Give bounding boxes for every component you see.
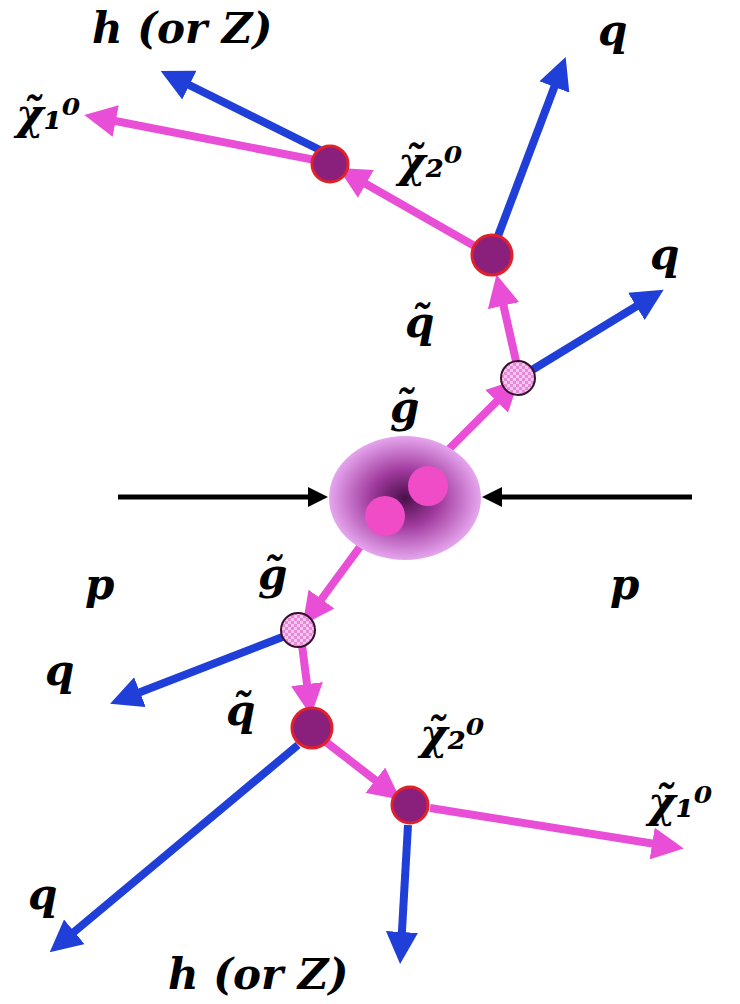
particle-label: q̃ [226, 688, 255, 734]
particle-label: χ̃₁⁰ [648, 780, 712, 826]
particle-label: q [650, 232, 679, 278]
particle-label: q [28, 872, 57, 918]
particle-label: q̃ [405, 300, 434, 346]
particle-label: h (or Z) [168, 952, 348, 998]
particle-label: q [598, 8, 627, 54]
particle-label: g̃ [258, 552, 287, 598]
particle-label: p [85, 562, 114, 608]
particle-label: p [610, 562, 639, 608]
particle-label: χ̃₂⁰ [398, 140, 462, 186]
particle-label: g̃ [390, 385, 419, 431]
particle-label: χ̃₂⁰ [420, 712, 484, 758]
particle-label: q [45, 648, 74, 694]
particle-label: h (or Z) [92, 6, 272, 52]
particle-label: χ̃₁⁰ [16, 92, 80, 138]
